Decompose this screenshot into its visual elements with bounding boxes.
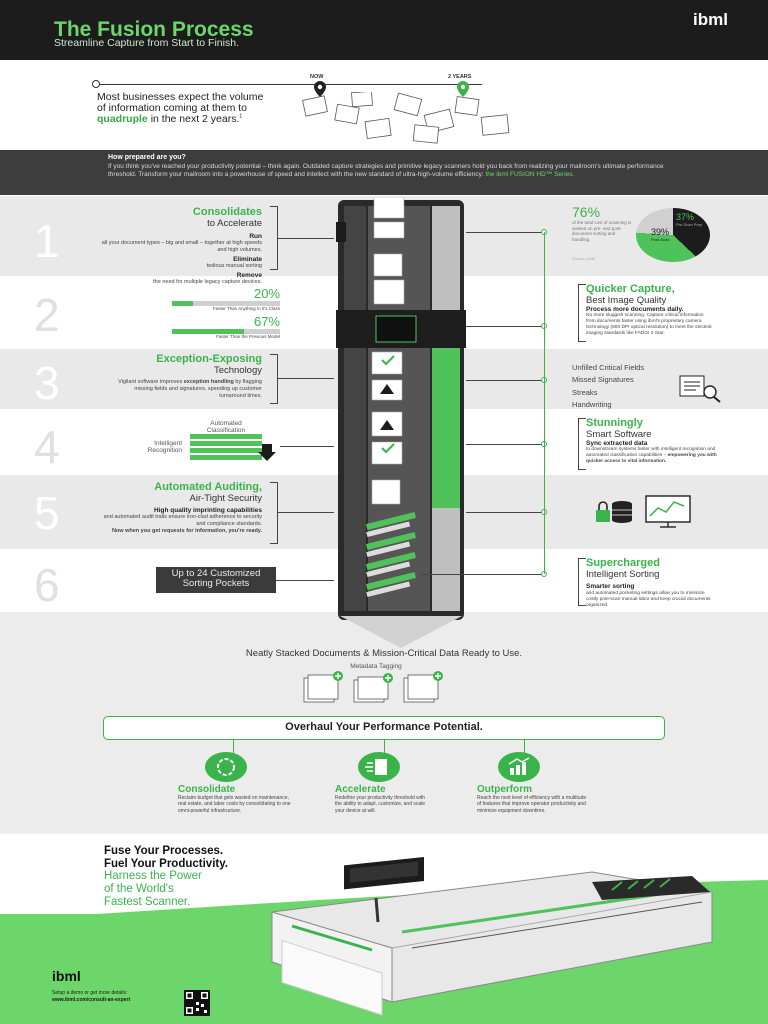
fusion-scanner-product-image: [271, 856, 713, 1016]
ibml-logo: ibml: [693, 10, 728, 29]
step-number-1: 1: [34, 215, 60, 267]
qr-code-icon[interactable]: [184, 990, 210, 1016]
right-vertical-line: [544, 232, 545, 574]
circle-arrows-icon: [217, 758, 235, 776]
right-connector-5: [466, 512, 544, 513]
sorting-pockets-box: Up to 24 Customized Sorting Pockets: [156, 567, 276, 593]
step-2-stats: 20% Faster Than Anything In It's Class 6…: [172, 286, 280, 339]
consult-expert-link[interactable]: www.ibml.com/consult-an-expert: [52, 996, 131, 1003]
right-connector-2: [466, 326, 544, 327]
pie-value: 76%: [572, 204, 601, 220]
footer-cta: Setup a demo or get more details: www.ib…: [52, 990, 131, 1003]
exception-item: Streaks: [572, 387, 598, 397]
page-title: The Fusion Process: [54, 18, 254, 41]
exception-item: Missed Signatures: [572, 375, 634, 385]
supercharged-text: Supercharged Intelligent Sorting Smarter…: [586, 557, 711, 608]
page-subtitle: Streamline Capture from Start to Finish.: [54, 37, 239, 49]
map-pin-icon: [314, 81, 326, 97]
overhaul-banner: Overhaul Your Performance Potential.: [103, 716, 665, 740]
step-number-6: 6: [34, 559, 60, 611]
pie-slice-b-label: Post-Scan: [651, 237, 670, 242]
exception-item: Handwriting: [572, 400, 612, 410]
quicker-bracket: [578, 284, 586, 342]
pie-source: Source: AIIM: [572, 256, 595, 261]
paper-stack-icon: [302, 92, 510, 144]
step-3-connector: [278, 378, 334, 379]
security-database-monitor-icon: [596, 495, 691, 528]
consolidate-badge: [205, 752, 247, 782]
step-4-recognition-label: Intelligent Recognition: [147, 440, 182, 454]
quicker-capture-text: Quicker Capture, Best Image Quality Proc…: [586, 283, 712, 337]
metadata-tagging-label: Metadata Tagging: [350, 663, 402, 670]
right-connector-6: [420, 574, 544, 575]
classification-bars-icon: [190, 434, 276, 461]
step-5-text: Automated Auditing, Air-Tight Security H…: [103, 481, 262, 534]
overhaul-stem-3: [524, 740, 525, 754]
stunningly-text: Stunningly Smart Software Sync extracted…: [586, 417, 717, 465]
step-number-4: 4: [34, 421, 60, 473]
map-pin-green-icon: [457, 81, 469, 97]
timeline-line: [96, 84, 482, 85]
right-connector-3: [466, 380, 544, 381]
overhaul-stem-1: [233, 740, 234, 754]
pie-slice-b: 39%: [651, 227, 670, 237]
right-connector-4: [466, 444, 544, 445]
exceptions-list: Unfilled Critical Fields Missed Signatur…: [572, 362, 644, 412]
step-3-bracket: [270, 354, 278, 404]
document-speed-icon: [365, 759, 387, 775]
header-bar: [0, 0, 768, 60]
outperform-column: Outperform Reach the next level of effic…: [477, 784, 587, 814]
neatly-stacked-text: Neatly Stacked Documents & Mission-Criti…: [245, 648, 523, 659]
timeline-now-label: NOW: [310, 74, 324, 80]
accelerate-column: Accelerate Redefine your productivity th…: [335, 784, 426, 814]
pie-slice-a-label: Pre-Scan Prep: [676, 222, 703, 227]
machine-shadow: [340, 616, 462, 648]
stunningly-bracket: [578, 418, 586, 470]
pie-slice-a: 37%: [676, 212, 695, 222]
quadruple-highlight: quadruple: [97, 113, 148, 126]
step-1-connector: [278, 238, 334, 239]
step-4-connector: [280, 446, 334, 447]
accelerate-badge: [358, 752, 400, 782]
prepared-band: [0, 150, 768, 195]
outperform-badge: [498, 752, 540, 782]
cost-pie-chart: [636, 208, 710, 262]
step-3-text: Exception-Exposing Technology Vigilant s…: [118, 353, 262, 399]
document-magnifier-icon: [679, 375, 721, 403]
exception-item: Unfilled Critical Fields: [572, 363, 645, 372]
bar-chart-up-icon: [508, 757, 530, 775]
consolidate-column: Consolidate Reclaim budget that gets was…: [178, 784, 291, 814]
step-number-3: 3: [34, 357, 60, 409]
right-connector-1: [466, 232, 544, 233]
timeline-start-dot: [92, 80, 100, 88]
pie-text: of the total cost of scanning is wasted …: [572, 220, 632, 242]
supercharged-bracket: [578, 558, 586, 606]
step-number-5: 5: [34, 487, 60, 539]
prepared-body: If you think you've reached your product…: [108, 163, 664, 178]
intro-text: Most businesses expect the volume of inf…: [97, 91, 264, 126]
step-6-connector: [276, 580, 334, 581]
prepared-title: How prepared are you?: [108, 154, 186, 161]
step-5-bracket: [270, 482, 278, 544]
overhaul-stem-2: [384, 740, 385, 754]
footer-ibml-logo: ibml: [52, 968, 81, 984]
step-5-connector: [278, 512, 334, 513]
tagged-documents-icon: [303, 671, 443, 703]
step-number-2: 2: [34, 289, 60, 341]
fuse-tagline: Fuse Your Processes. Fuel Your Productiv…: [104, 845, 228, 908]
timeline-future-label: 2 YEARS: [448, 74, 472, 80]
step-1-text: Consolidates to Accelerate Run all your …: [101, 206, 262, 285]
fusion-scanner-machine: [336, 198, 466, 620]
step-4-classification-label: Automated Classification: [206, 420, 246, 434]
step-1-bracket: [270, 206, 278, 270]
